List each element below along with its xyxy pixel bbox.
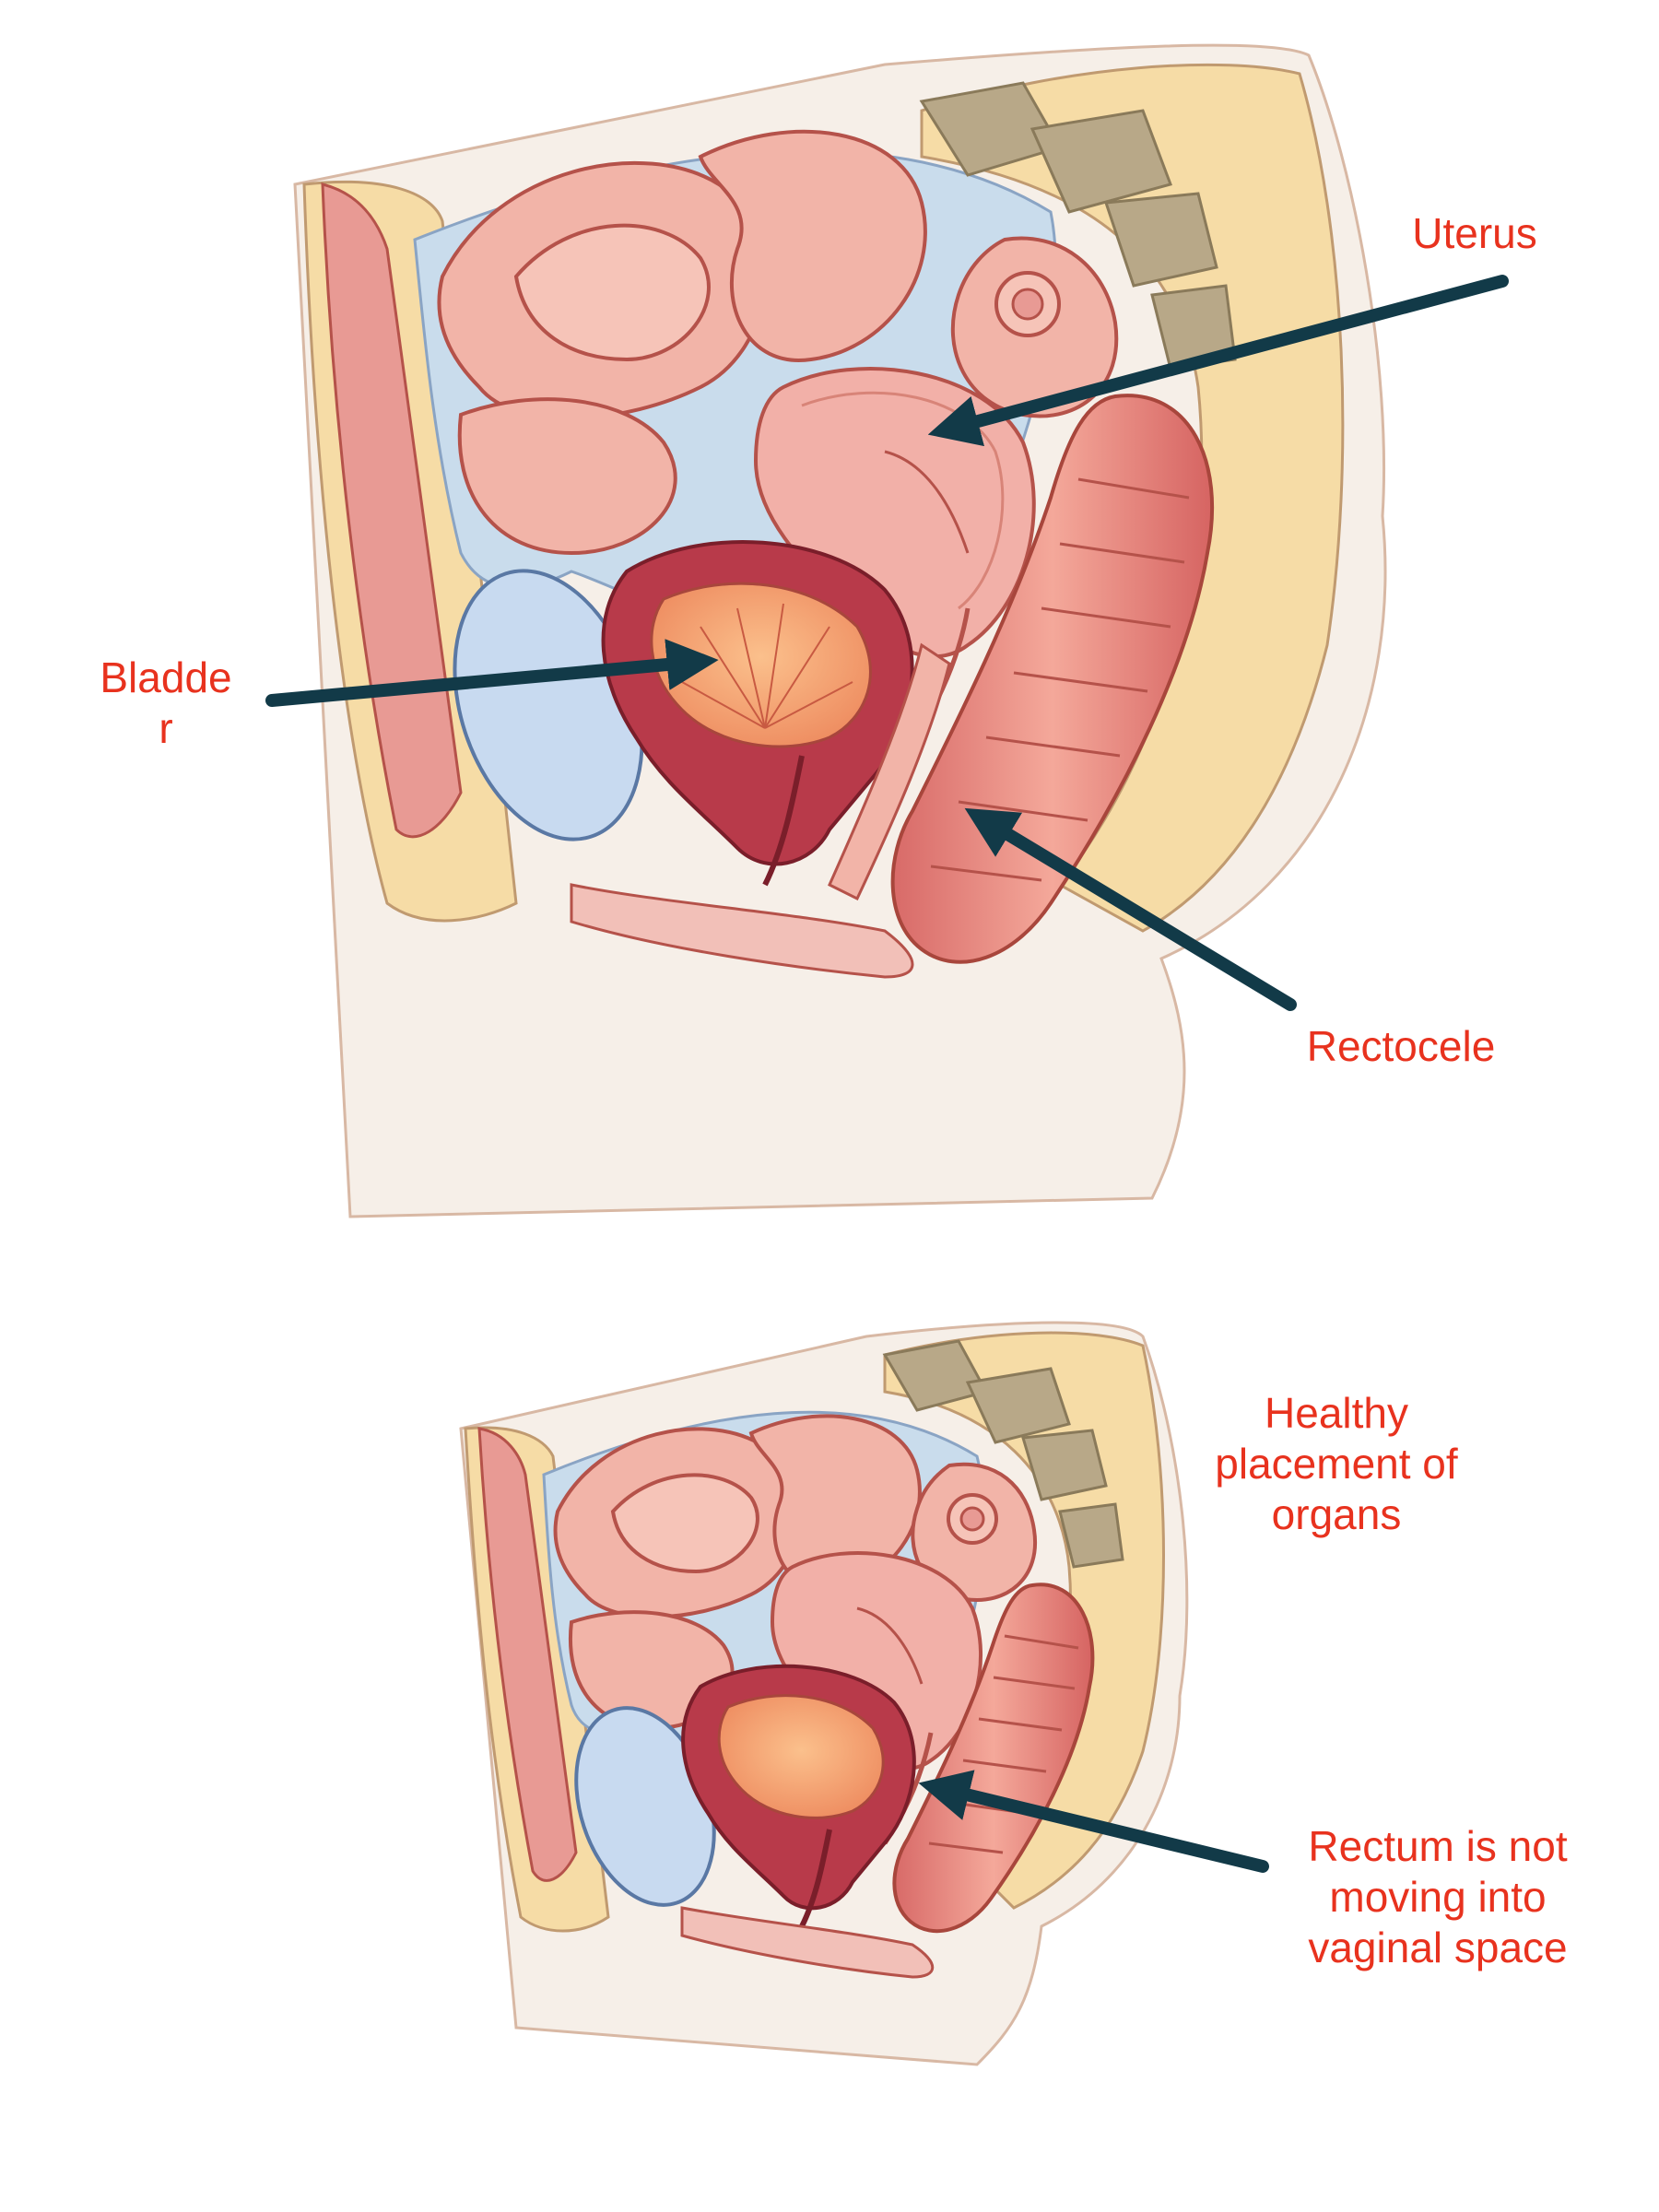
healthy-placement-label: Healthy placement of organs [1215,1389,1458,1539]
bladder-pointer-arrow [265,639,719,707]
rectum-healthy [892,1583,1095,1934]
sacrum [919,81,1237,371]
abdominal-muscle [321,182,463,839]
vagina [828,642,951,901]
perineum-healthy [680,1906,935,1979]
sacrum-healthy [882,1339,1124,1569]
uterus-label: Uterus [1412,209,1537,257]
rectum-note-label: Rectum is not moving into vaginal space [1308,1822,1568,1972]
small-intestine [437,129,927,556]
uterus-pointer-arrow [927,275,1509,447]
rectocele-label: Rectocele [1306,1022,1496,1070]
rectocele-pointer-arrow [964,807,1297,1011]
rectocele-diagram [293,43,1387,1218]
abdominal-muscle-healthy [477,1427,578,1882]
rectum-pointer-arrow [918,1770,1269,1873]
bladder-label: Bladde r [100,653,232,753]
healthy-diagram [459,1321,1189,2066]
pointer-arrows [265,275,1509,1873]
sigmoid-colon [950,236,1119,418]
bladder [601,540,914,887]
perineum [570,883,914,979]
bladder-healthy [681,1664,916,1928]
sigmoid-colon-healthy [911,1462,1038,1602]
